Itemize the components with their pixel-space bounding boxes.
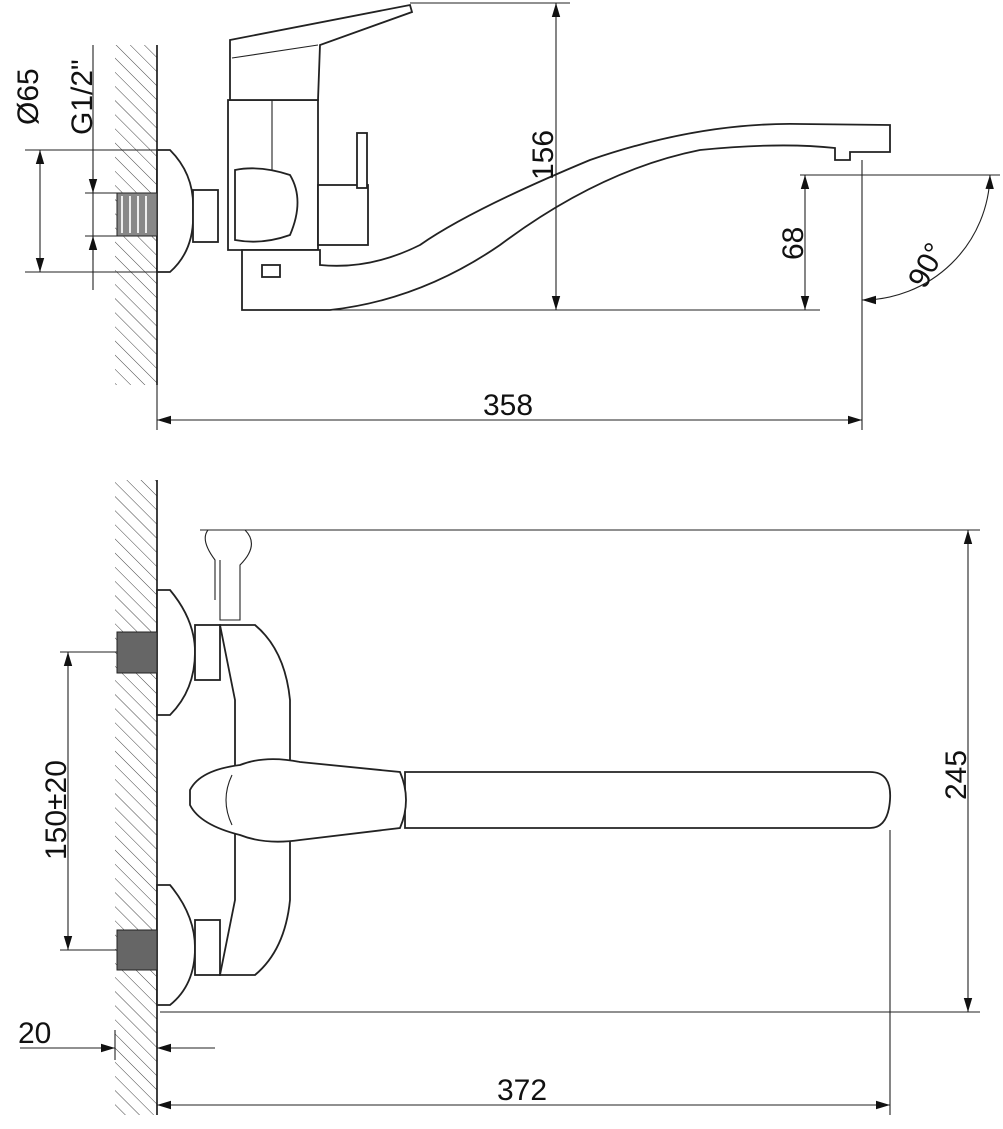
spout	[404, 771, 892, 829]
inlet-spacing-label: 150±20	[40, 760, 73, 860]
width-label: 245	[940, 750, 973, 800]
diameter-label: Ø65	[12, 68, 45, 125]
height-label: 156	[527, 130, 560, 180]
escutcheon	[156, 149, 195, 273]
side-view: Ø65 G1/2" 156 68 90° 358	[12, 2, 1000, 430]
spout	[241, 123, 891, 311]
angle-label: 90°	[902, 238, 952, 294]
top-view: 150±20 245 20 372	[18, 480, 980, 1115]
shower-holder	[204, 529, 252, 621]
upper-inlet	[116, 589, 221, 716]
lever-handle	[229, 3, 414, 101]
length-label: 372	[497, 1074, 547, 1107]
spout-height-label: 68	[777, 227, 810, 260]
lever-handle	[189, 758, 407, 843]
nut	[192, 189, 219, 243]
length-label: 358	[483, 389, 533, 422]
wall-hatch	[115, 480, 157, 1115]
lower-inlet	[116, 884, 221, 1006]
thread-label: G1/2"	[66, 59, 99, 135]
wall-offset-label: 20	[18, 1017, 51, 1050]
